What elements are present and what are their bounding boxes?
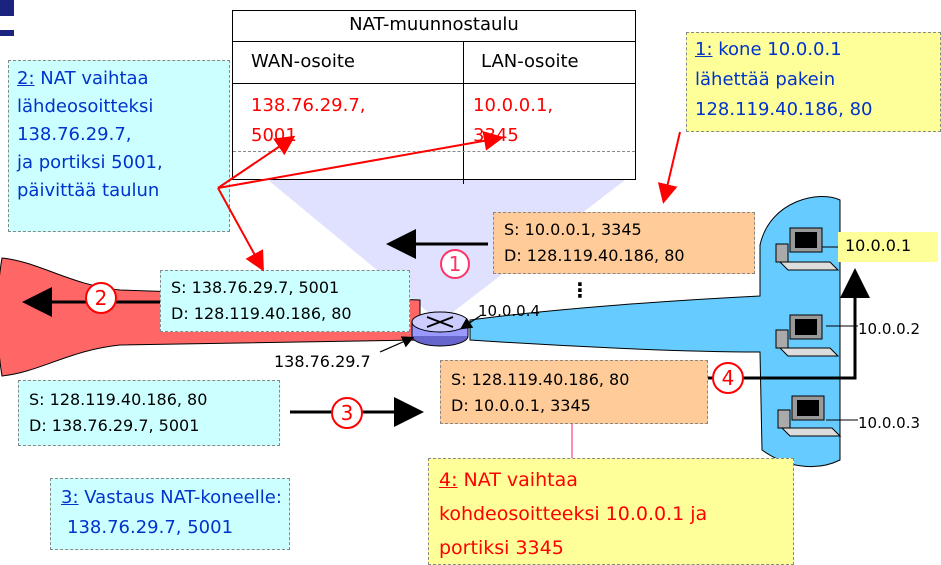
packet-1-src: S: 10.0.0.1, 3345 [504,220,642,239]
callout-2-num: 2: [17,68,35,89]
callout-step-3: 3: Vastaus NAT-koneelle: 138.76.29.7, 50… [50,478,290,550]
host-3-label: 10.0.0.3 [858,414,921,432]
callout-step-4: 4: NAT vaihtaa kohdeosoitteeksi 10.0.0.1… [428,458,794,565]
nat-table: NAT-muunnostaulu WAN-osoite LAN-osoite 1… [232,10,636,184]
packet-3: S: 128.119.40.186, 80 D: 138.76.29.7, 50… [18,380,280,446]
packet-2-src: S: 138.76.29.7, 5001 [171,278,340,297]
callout-3-num: 3: [61,487,79,508]
step-2-marker: 2 [85,282,117,314]
step-3-label: 3 [341,401,354,425]
step-4-label: 4 [722,366,735,390]
lan-cloud [469,196,841,468]
packet-1: S: 10.0.0.1, 3345 D: 128.119.40.186, 80 [493,212,755,274]
computer-icon-2 [775,314,840,357]
packet-4-src: S: 128.119.40.186, 80 [451,370,630,389]
callout-4-num: 4: [439,469,458,491]
arrow-packet-4 [708,268,870,380]
computer-icon-3 [777,395,842,437]
step-4-marker: 4 [712,362,744,394]
nat-table-title: NAT-muunnostaulu [349,14,519,35]
step-3-marker: 3 [331,397,363,429]
packet-3-dst: D: 138.76.29.7, 5001 [29,416,200,435]
packet-4: S: 128.119.40.186, 80 D: 10.0.0.1, 3345 [440,360,708,424]
bullet-icon [0,0,14,16]
callout-1-num: 1: [695,39,713,60]
host-1-label: 10.0.0.1 [845,236,912,255]
host-1-label-box [838,232,938,262]
nat-table-col-lan: LAN-osoite [481,51,579,72]
packet-1-dst: D: 128.119.40.186, 80 [504,246,685,265]
ellipsis-dots: ⋮ [570,278,590,302]
callout-step-2: 2: NAT vaihtaa lähdeosoitteksi 138.76.29… [8,60,230,232]
host-2-label: 10.0.0.2 [858,320,921,338]
router-lan-address: 10.0.0.4 [478,302,541,320]
callout-step-1: 1: kone 10.0.0.1 lähettää pakein 128.119… [686,32,941,132]
nat-table-wan-ip: 138.76.29.7, [251,95,366,116]
computer-icon-1 [775,227,840,271]
nat-table-lan-ip: 10.0.0.1, [473,95,554,116]
nat-table-col-wan: WAN-osoite [251,51,355,72]
packet-2-dst: D: 128.119.40.186, 80 [171,304,352,323]
step-2-label: 2 [95,286,108,310]
router-wan-address: 138.76.29.7 [274,352,371,371]
packet-2: S: 138.76.29.7, 5001 D: 128.119.40.186, … [160,270,410,332]
step-1-label: 1 [449,252,462,276]
packet-4-dst: D: 10.0.0.1, 3345 [451,396,591,415]
step-1-marker: 1 [440,249,470,279]
packet-3-src: S: 128.119.40.186, 80 [29,390,208,409]
